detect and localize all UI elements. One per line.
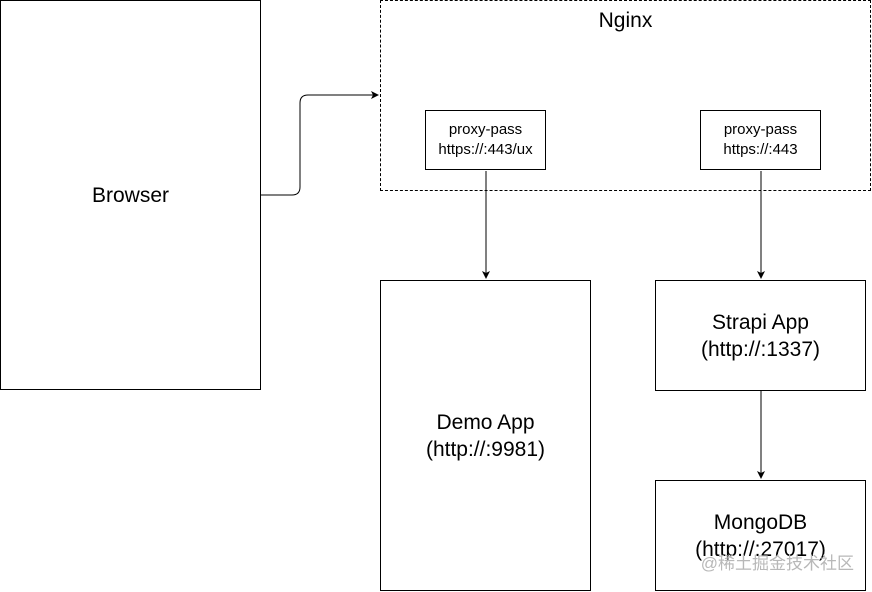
proxy-pass-ux-line1: proxy-pass <box>448 121 523 138</box>
mongodb-node: MongoDB (http://:27017) <box>655 480 866 591</box>
demo-app-node: Demo App (http://:9981) <box>380 280 591 591</box>
watermark: @稀土掘金技术社区 <box>700 554 854 573</box>
proxy-pass-root-line2: https://:443 <box>723 141 798 158</box>
proxy-pass-root-node: proxy-pass https://:443 <box>700 110 821 170</box>
strapi-app-node: Strapi App (http://:1337) <box>655 280 866 391</box>
nginx-group <box>380 0 871 191</box>
mongodb-name: MongoDB <box>713 510 808 534</box>
edge-browser-to-nginx <box>261 91 379 196</box>
proxy-pass-ux-line2: https://:443/ux <box>438 141 533 158</box>
browser-node: Browser <box>0 0 261 390</box>
demo-app-port: (http://:9981) <box>425 437 546 461</box>
browser-label: Browser <box>91 183 170 207</box>
nginx-label: Nginx <box>598 9 653 32</box>
strapi-app-name: Strapi App <box>712 310 809 334</box>
demo-app-name: Demo App <box>436 410 535 434</box>
mongodb-port: (http://:27017) <box>695 537 826 561</box>
strapi-app-port: (http://:1337) <box>700 337 821 361</box>
proxy-pass-ux-node: proxy-pass https://:443/ux <box>425 110 546 170</box>
proxy-pass-root-line1: proxy-pass <box>723 121 798 138</box>
